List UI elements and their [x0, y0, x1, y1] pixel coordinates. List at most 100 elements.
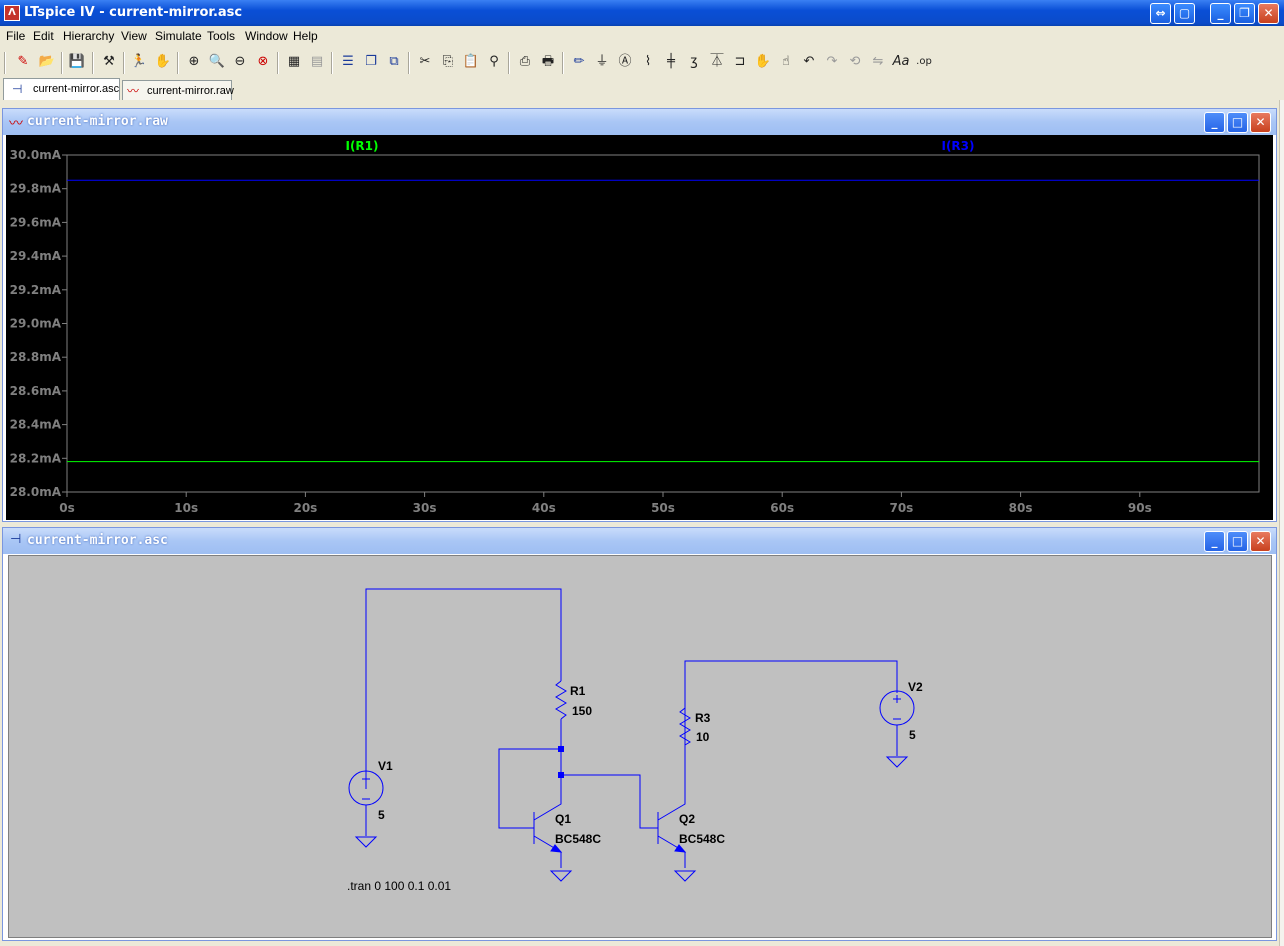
- cascade-icon[interactable]: ❐: [365, 54, 377, 69]
- close-button[interactable]: ✕: [1250, 112, 1271, 133]
- cut-icon[interactable]: ✂: [419, 54, 431, 69]
- app-title-bar: Λ LTspice IV - current-mirror.asc ⇔ ▢ _ …: [0, 0, 1284, 26]
- v1-ref-label[interactable]: V1: [378, 759, 393, 773]
- menu-hierarchy[interactable]: Hierarchy: [63, 29, 115, 43]
- menu-view[interactable]: View: [121, 29, 147, 43]
- junction-dot: [558, 772, 564, 778]
- minimize-button[interactable]: _: [1210, 3, 1231, 24]
- maximize-button[interactable]: □: [1227, 531, 1248, 552]
- open-icon[interactable]: 📂: [38, 54, 56, 69]
- schematic-canvas[interactable]: R1 150 R3 10 V1 5 V2 5 Q1 BC548C Q2 BC54…: [8, 555, 1272, 938]
- legend-entry[interactable]: I(R1): [345, 139, 378, 153]
- capacitor-icon[interactable]: ╪: [667, 54, 675, 69]
- minimize-button[interactable]: _: [1204, 531, 1225, 552]
- diode-icon[interactable]: ⏄: [710, 54, 724, 69]
- v2-value-label[interactable]: 5: [909, 728, 916, 742]
- q2-model-label[interactable]: BC548C: [679, 832, 726, 846]
- tab-current-mirror-raw[interactable]: 〰 current-mirror.raw: [122, 80, 234, 100]
- ground-icon[interactable]: [673, 870, 697, 882]
- zoom-out-icon[interactable]: ⊖: [234, 54, 246, 69]
- zoom-in-icon[interactable]: ⊕: [188, 54, 200, 69]
- r1-value-label[interactable]: 150: [572, 704, 593, 718]
- mirror-icon[interactable]: ⇋: [872, 54, 884, 69]
- undo-icon[interactable]: ↶: [803, 54, 815, 69]
- tile-horizontal-icon[interactable]: ☰: [342, 54, 354, 69]
- restore-mdi-icon[interactable]: ⇔: [1150, 3, 1171, 24]
- ltspice-icon: Λ: [4, 5, 20, 21]
- print-icon[interactable]: 🖶: [541, 54, 555, 69]
- schematic-drawing[interactable]: [9, 556, 1271, 937]
- menu-help[interactable]: Help: [293, 29, 318, 43]
- ground-icon[interactable]: [354, 836, 378, 848]
- ground-icon[interactable]: ⏚: [595, 54, 609, 69]
- plot-settings-icon[interactable]: ▤: [310, 54, 324, 69]
- menu-simulate[interactable]: Simulate: [155, 29, 202, 43]
- spice-directive-icon[interactable]: .op: [916, 56, 932, 67]
- find-icon[interactable]: ⚲: [489, 54, 499, 69]
- minimize-button[interactable]: _: [1204, 112, 1225, 133]
- q2-ref-label[interactable]: Q2: [679, 812, 696, 826]
- wire[interactable]: [365, 588, 562, 789]
- maximize-button[interactable]: □: [1227, 112, 1248, 133]
- print-preview-icon[interactable]: ⎙: [519, 54, 531, 69]
- wire[interactable]: [684, 660, 898, 708]
- r3-value-label[interactable]: 10: [696, 730, 710, 744]
- redo-icon[interactable]: ↷: [826, 54, 838, 69]
- q1-model-label[interactable]: BC548C: [555, 832, 602, 846]
- app-title: LTspice IV - current-mirror.asc: [24, 5, 243, 20]
- menu-tools[interactable]: Tools: [207, 29, 236, 43]
- zoom-area-icon[interactable]: 🔍: [208, 54, 226, 69]
- schematic-window-title: current-mirror.asc: [27, 533, 168, 548]
- ground-icon[interactable]: [885, 756, 909, 768]
- waveform-chart[interactable]: 30.0mA29.8mA29.6mA29.4mA29.2mA29.0mA28.8…: [6, 135, 1273, 520]
- menu-edit[interactable]: Edit: [33, 29, 54, 43]
- copy-icon[interactable]: ⎘: [442, 54, 454, 69]
- v1-value-label[interactable]: 5: [378, 808, 385, 822]
- resistor-r3-symbol[interactable]: [679, 706, 691, 746]
- inductor-icon[interactable]: ʒ: [690, 54, 698, 69]
- transistor-q2-collector[interactable]: [657, 745, 686, 821]
- save-icon[interactable]: 💾: [68, 54, 86, 69]
- rotate-icon[interactable]: ⟲: [849, 54, 861, 69]
- close-button[interactable]: ✕: [1250, 531, 1271, 552]
- toolbar: ✎ 📂 💾 ⚒ 🏃 ✋ ⊕ 🔍 ⊖ ⊗ ▦ ▤ ☰ ❐ ⧉ ✂ ⎘ 📋 ⚲ ⎙ …: [0, 46, 1284, 79]
- v2-ref-label[interactable]: V2: [908, 680, 923, 694]
- new-schematic-icon[interactable]: ✎: [17, 54, 29, 69]
- tab-current-mirror-asc[interactable]: ⊣ current-mirror.asc: [3, 78, 120, 100]
- halt-icon[interactable]: ✋: [154, 54, 172, 69]
- legend-entry[interactable]: I(R3): [941, 139, 974, 153]
- junction-dot: [558, 746, 564, 752]
- label-icon[interactable]: Ⓐ: [618, 54, 632, 69]
- tile-icon[interactable]: ⧉: [389, 54, 399, 69]
- wire-icon[interactable]: ✏: [573, 54, 585, 69]
- menu-file[interactable]: File: [6, 29, 26, 43]
- component-icon[interactable]: ⊐: [734, 54, 746, 69]
- y-tick-label: 29.2mA: [10, 283, 62, 297]
- wire[interactable]: [498, 748, 561, 829]
- menu-window[interactable]: Window: [245, 29, 288, 43]
- resistor-r1-symbol[interactable]: [555, 680, 567, 720]
- maximize-button[interactable]: ❐: [1234, 3, 1255, 24]
- paste-icon[interactable]: 📋: [462, 54, 480, 69]
- spice-directive[interactable]: .tran 0 100 0.1 0.01: [347, 879, 452, 893]
- mdi-scrollbar[interactable]: [1279, 100, 1284, 946]
- x-tick-label: 50s: [651, 501, 675, 515]
- resistor-icon[interactable]: ⌇: [644, 54, 652, 69]
- r3-ref-label[interactable]: R3: [695, 711, 711, 725]
- r1-ref-label[interactable]: R1: [570, 684, 586, 698]
- ground-icon[interactable]: [549, 870, 573, 882]
- autorange-icon[interactable]: ▦: [287, 54, 301, 69]
- text-icon[interactable]: Aa: [892, 54, 910, 69]
- window-switch-icon[interactable]: ▢: [1174, 3, 1195, 24]
- close-button[interactable]: ✕: [1258, 3, 1279, 24]
- control-panel-icon[interactable]: ⚒: [103, 54, 115, 69]
- transistor-q1-collector[interactable]: [533, 775, 562, 821]
- drag-icon[interactable]: ☝: [782, 54, 790, 69]
- move-icon[interactable]: ✋: [754, 54, 772, 69]
- wire[interactable]: [561, 774, 658, 829]
- run-icon[interactable]: 🏃: [130, 54, 148, 69]
- q1-ref-label[interactable]: Q1: [555, 812, 572, 826]
- emitter-arrow-icon: [550, 844, 563, 853]
- zoom-fit-icon[interactable]: ⊗: [257, 54, 269, 69]
